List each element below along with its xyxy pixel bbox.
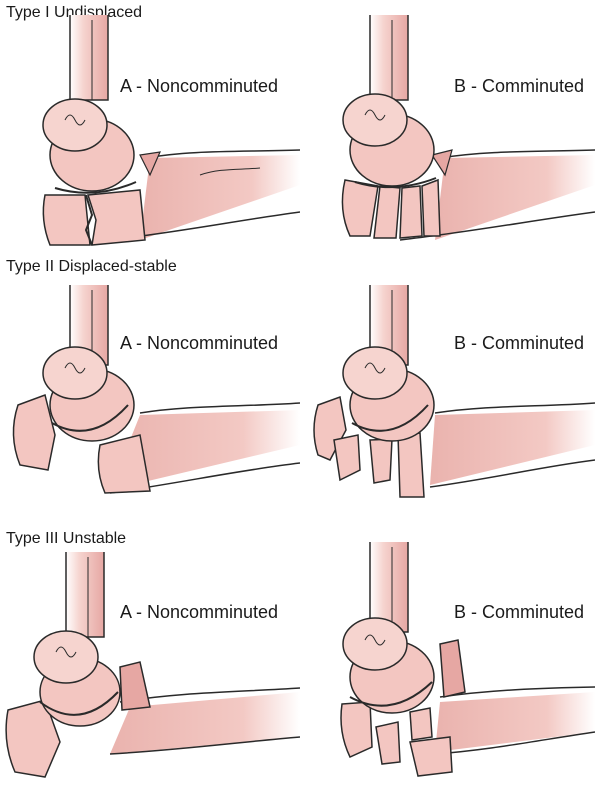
type-2-title: Type II Displaced-stable <box>6 258 177 275</box>
type-3b-label: B - Comminuted <box>454 602 585 622</box>
type-3b-panel: B - Comminuted <box>300 532 595 782</box>
type-2b-label: B - Comminuted <box>454 333 585 353</box>
type-3a-elbow-illustration <box>5 552 300 778</box>
type-1a-panel: A - Noncomminuted <box>0 0 300 250</box>
type-1b-label: B - Comminuted <box>454 76 585 96</box>
type-1a-label: A - Noncomminuted <box>120 76 279 96</box>
type-1b-panel: B - Comminuted <box>300 0 595 250</box>
type-2a-panel: A - Noncomminuted <box>0 255 300 505</box>
type-3-title: Type III Unstable <box>6 530 127 547</box>
type-1a-elbow-illustration <box>42 15 300 246</box>
type-1b-elbow-illustration <box>341 15 595 241</box>
type-3a-panel: A - Noncomminuted <box>0 532 300 782</box>
type-2a-label: A - Noncomminuted <box>120 333 279 353</box>
type-3a-label: A - Noncomminuted <box>120 602 279 622</box>
type-2b-panel: B - Comminuted <box>300 255 595 505</box>
type-2a-elbow-illustration <box>12 285 300 494</box>
type-2b-elbow-illustration <box>313 285 595 498</box>
type-3b-elbow-illustration <box>340 542 595 777</box>
